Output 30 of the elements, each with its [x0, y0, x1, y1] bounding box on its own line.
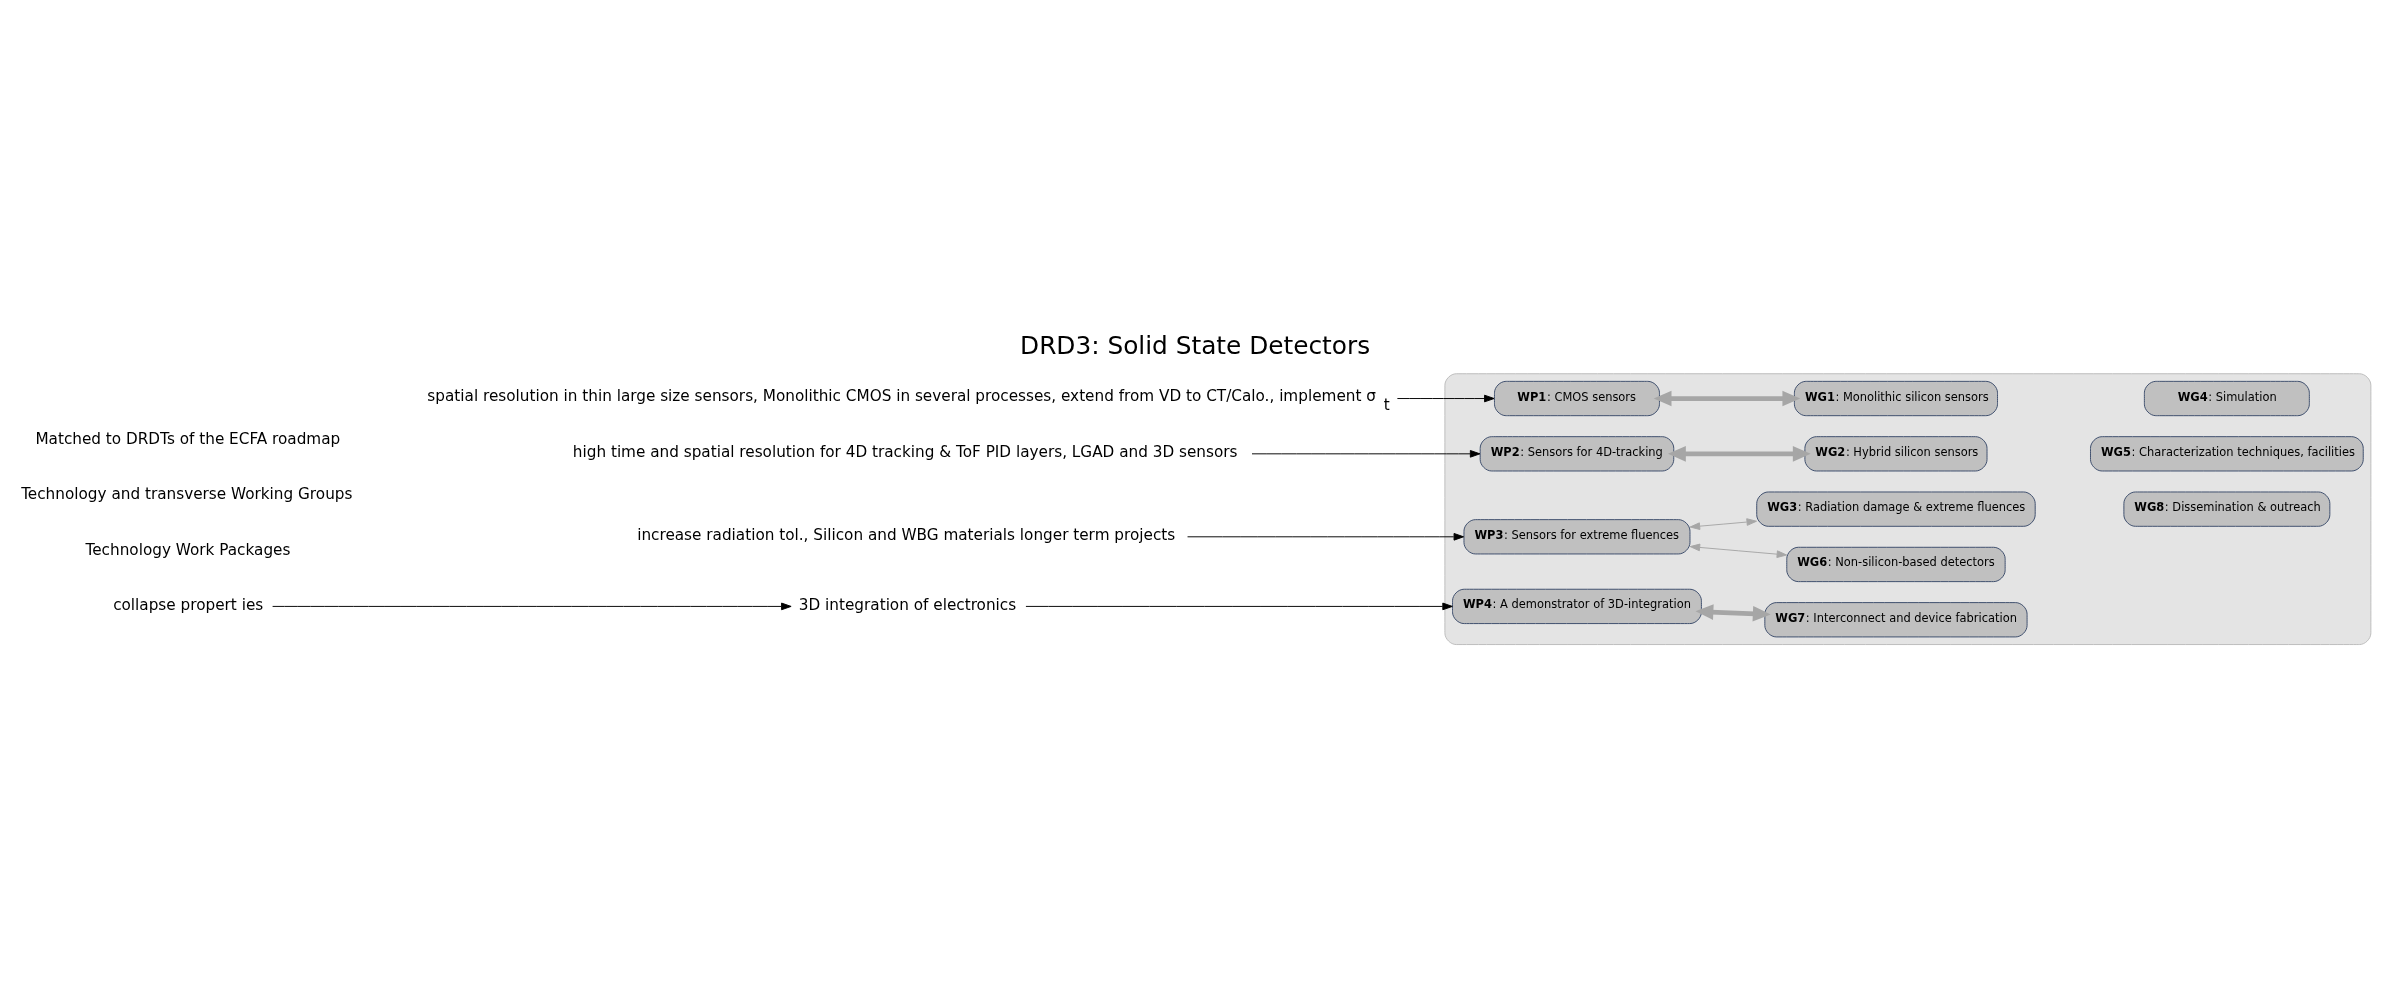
- arrow: [1653, 390, 1801, 407]
- arrow: [1695, 604, 1771, 622]
- arrow: [1689, 543, 1788, 558]
- node-box: WG4: Simulation: [2143, 380, 2310, 417]
- arrow: [1187, 533, 1465, 541]
- node-text: increase radiation tol., Silicon and WBG materials longer term projects: [637, 526, 1176, 545]
- label: Technology and transverse Working Groups: [21, 485, 353, 504]
- label: Technology Work Packages: [85, 540, 291, 559]
- node-box: WG5: Characterization techniques, facilities: [2090, 436, 2364, 472]
- arrow: [272, 602, 792, 611]
- node-box: WP3: Sensors for extreme fluences: [1463, 519, 1691, 555]
- arrow: [1396, 394, 1495, 403]
- diagram-title: DRD3: Solid State Detectors: [1020, 331, 1371, 361]
- node-box: WP4: A demonstrator of 3D-integration: [1452, 588, 1702, 625]
- node-box: WG1: Monolithic silicon sensors: [1793, 380, 1998, 417]
- node-text: 3D integration of electronics: [798, 596, 1017, 615]
- node-text: high time and spatial resolution for 4D tracking & ToF PID layers, LGAD and 3D sensors: [572, 443, 1238, 462]
- node-box: WP2: Sensors for 4D-tracking: [1479, 436, 1675, 472]
- node-box: WG6: Non-silicon-based detectors: [1786, 546, 2006, 583]
- node-text: collapse propert ies: [113, 596, 264, 615]
- node-box: WG2: Hybrid silicon sensors: [1804, 436, 1988, 472]
- arrow: [1251, 450, 1481, 458]
- arrow: [1667, 446, 1811, 462]
- arrow: [1689, 518, 1757, 530]
- node-box: WG3: Radiation damage & extreme fluences: [1756, 491, 2036, 527]
- label: Matched to DRDTs of the ECFA roadmap: [35, 430, 341, 449]
- arrow: [1025, 602, 1453, 611]
- node-box: WG7: Interconnect and device fabrication: [1764, 602, 2028, 638]
- node-box: WP1: CMOS sensors: [1494, 380, 1660, 417]
- node-box: WG8: Dissemination & outreach: [2123, 491, 2331, 527]
